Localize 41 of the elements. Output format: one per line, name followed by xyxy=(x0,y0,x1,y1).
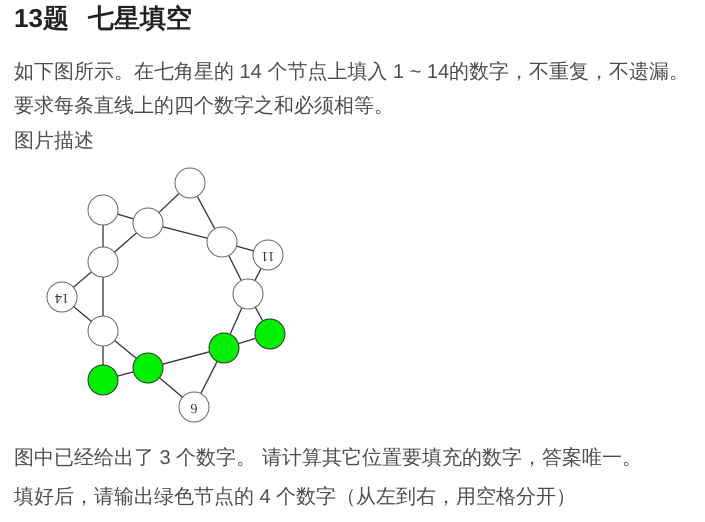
circle-node: 6 xyxy=(178,391,210,423)
paragraph: 如下图所示。在七角星的 14 个节点上填入 1 ~ 14的数字，不重复，不遗漏。 xyxy=(14,60,690,85)
circle-node xyxy=(132,207,164,239)
connector-line xyxy=(74,306,92,322)
connector-line xyxy=(114,232,137,252)
connector-line xyxy=(73,272,92,288)
connector-line xyxy=(114,340,136,359)
circle-node xyxy=(87,315,119,347)
connector-line xyxy=(230,308,242,334)
circle-node: 14 xyxy=(46,281,78,313)
connector-line xyxy=(158,193,180,213)
connector-line xyxy=(162,351,210,365)
connector-line xyxy=(118,214,134,220)
connector-line xyxy=(159,378,183,398)
circle-node xyxy=(232,278,264,310)
connector-line xyxy=(228,256,242,280)
circle-node xyxy=(132,352,164,384)
circle-node: 11 xyxy=(252,239,284,271)
circle-node xyxy=(208,332,240,364)
paragraph: 要求每条直线上的四个数字之和必须相等。 xyxy=(14,94,394,119)
heading: 13题 七星填空 xyxy=(14,3,192,33)
connector-line xyxy=(254,307,264,321)
image-caption: 图片描述 xyxy=(14,129,94,154)
connector-line xyxy=(118,371,134,377)
connector-line xyxy=(102,278,104,316)
connector-line xyxy=(196,196,216,229)
connector-line xyxy=(254,268,262,280)
circle-node xyxy=(174,167,206,199)
circle-node xyxy=(206,226,238,258)
connector-line xyxy=(102,346,104,364)
circle-node xyxy=(87,194,119,226)
connector-line xyxy=(238,338,256,344)
connector-line xyxy=(162,226,208,239)
circle-node xyxy=(87,246,119,278)
connector-line xyxy=(102,226,104,246)
circle-node xyxy=(254,318,286,350)
paragraph: 填好后，请输出绿色节点的 4 个数字（从左到右，用空格分开） xyxy=(14,485,576,510)
circle-node xyxy=(87,364,119,396)
connector-line xyxy=(200,362,218,394)
connector-line xyxy=(236,246,254,252)
paragraph: 图中已经给出了 3 个数字。 请计算其它位置要填充的数字，答案唯一。 xyxy=(14,446,642,471)
